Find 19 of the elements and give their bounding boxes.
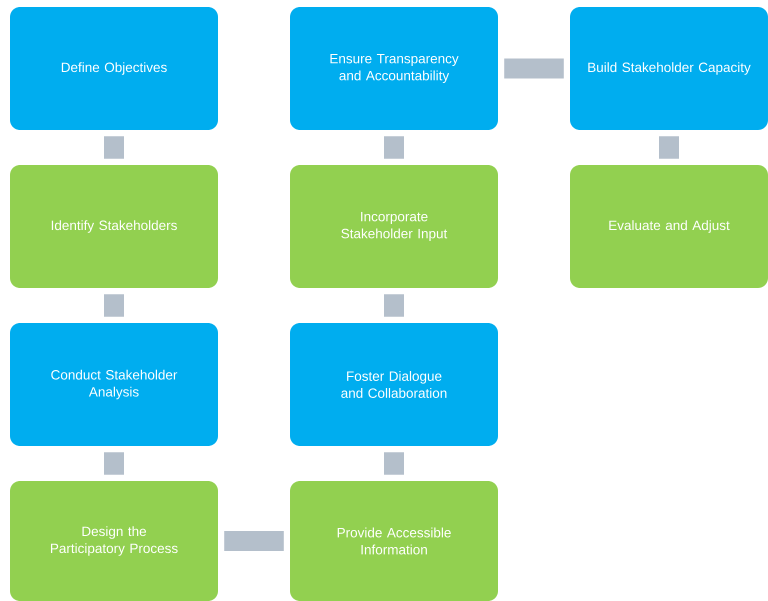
connector-bar (384, 294, 404, 317)
process-box: Define Objectives (10, 7, 218, 130)
process-box: Conduct Stakeholder Analysis (10, 323, 218, 446)
connector-bar (659, 136, 679, 159)
connector-bar (104, 294, 124, 317)
process-box: Build Stakeholder Capacity (570, 7, 768, 130)
process-box: Incorporate Stakeholder Input (290, 165, 498, 288)
process-box: Identify Stakeholders (10, 165, 218, 288)
process-box: Design the Participatory Process (10, 481, 218, 601)
connector-bar (384, 136, 404, 159)
process-box: Evaluate and Adjust (570, 165, 768, 288)
process-box: Foster Dialogue and Collaboration (290, 323, 498, 446)
connector-bar (384, 452, 404, 475)
process-box: Ensure Transparency and Accountability (290, 7, 498, 130)
connector-bar (104, 136, 124, 159)
connector-bar (504, 58, 564, 78)
connector-bar (104, 452, 124, 475)
process-box: Provide Accessible Information (290, 481, 498, 601)
connector-bar (224, 531, 284, 551)
